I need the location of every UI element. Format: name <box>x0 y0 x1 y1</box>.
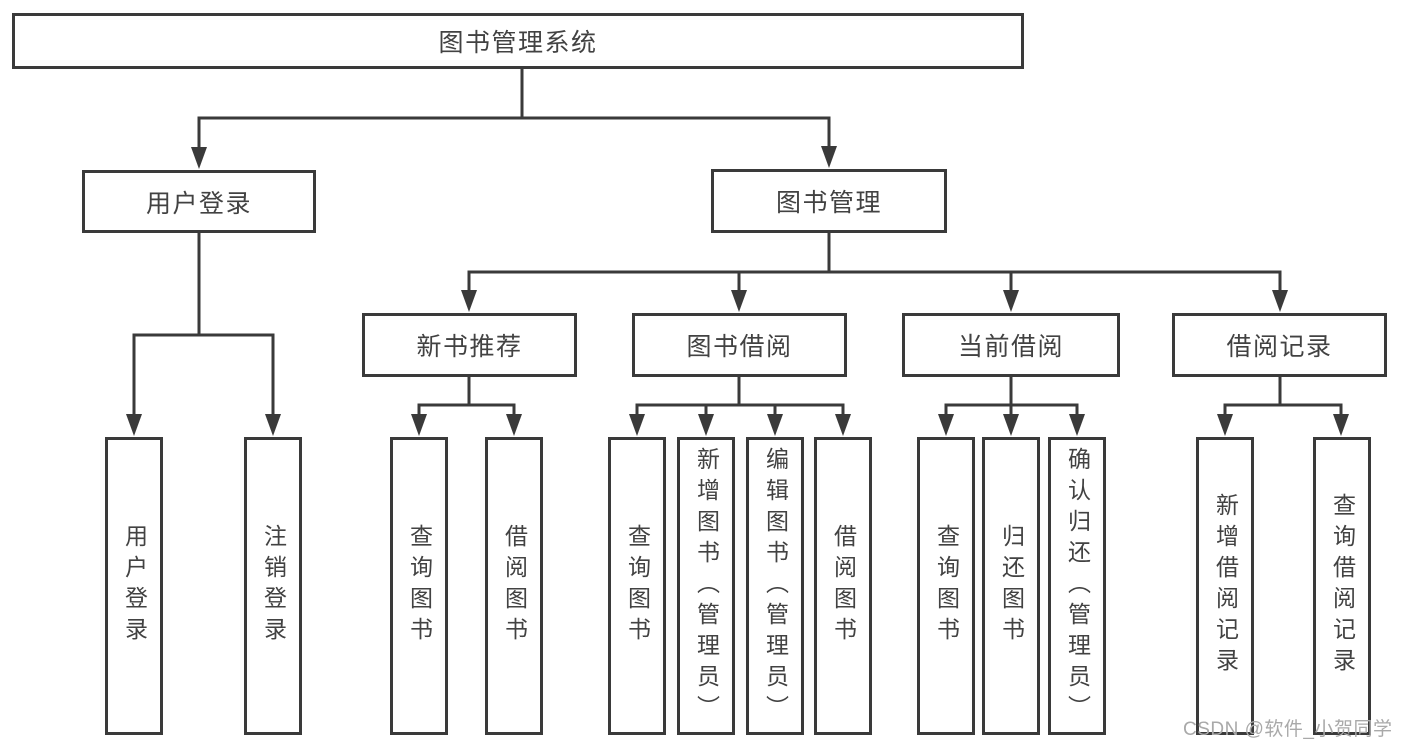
leaf-label: 新增借阅记录 <box>1212 493 1239 679</box>
leaf-query-books-current: 查询图书 <box>917 437 975 735</box>
leaf-label: 确认归还（管理员） <box>1064 446 1091 726</box>
leaf-query-books-borrowing: 查询图书 <box>608 437 666 735</box>
arrowheads <box>126 146 1349 436</box>
leaf-borrow-books: 借阅图书 <box>814 437 872 735</box>
node-new-book-recommend: 新书推荐 <box>362 313 577 377</box>
node-label: 当前借阅 <box>957 333 1064 361</box>
leaf-label: 用户登录 <box>121 524 148 648</box>
node-label: 新书推荐 <box>416 333 523 361</box>
node-borrowing-records: 借阅记录 <box>1172 313 1387 377</box>
node-book-management: 图书管理 <box>711 169 947 233</box>
leaf-add-books-admin: 新增图书（管理员） <box>677 437 735 735</box>
node-library-management-system: 图书管理系统 <box>12 13 1024 69</box>
leaf-label: 查询图书 <box>624 524 651 648</box>
node-book-borrowing: 图书借阅 <box>632 313 847 377</box>
leaf-return-books: 归还图书 <box>982 437 1040 735</box>
leaf-label: 注销登录 <box>260 524 287 648</box>
leaf-query-books-recommend: 查询图书 <box>390 437 448 735</box>
leaf-add-borrow-record: 新增借阅记录 <box>1196 437 1254 735</box>
node-label: 图书管理 <box>775 189 882 217</box>
leaf-edit-books-admin: 编辑图书（管理员） <box>746 437 804 735</box>
leaf-label: 查询借阅记录 <box>1329 493 1356 679</box>
leaf-label: 查询图书 <box>406 524 433 648</box>
node-label: 用户登录 <box>145 189 252 218</box>
node-label: 借阅记录 <box>1226 333 1333 361</box>
leaf-query-borrow-record: 查询借阅记录 <box>1313 437 1371 735</box>
node-current-borrowing: 当前借阅 <box>902 313 1120 377</box>
leaf-logout: 注销登录 <box>244 437 302 735</box>
csdn-watermark: CSDN @软件_小贺同学 <box>1183 719 1393 740</box>
leaf-user-login: 用户登录 <box>105 437 163 735</box>
leaf-label: 归还图书 <box>998 524 1025 648</box>
leaf-label: 编辑图书（管理员） <box>762 446 789 726</box>
leaf-borrow-books-recommend: 借阅图书 <box>485 437 543 735</box>
leaf-label: 借阅图书 <box>501 524 528 648</box>
node-label: 图书借阅 <box>686 333 793 361</box>
node-user-login: 用户登录 <box>82 170 316 233</box>
leaf-confirm-return-admin: 确认归还（管理员） <box>1048 437 1106 735</box>
node-label: 图书管理系统 <box>438 29 598 57</box>
leaf-label: 借阅图书 <box>830 524 857 648</box>
leaf-label: 查询图书 <box>933 524 960 648</box>
leaf-label: 新增图书（管理员） <box>693 446 720 726</box>
